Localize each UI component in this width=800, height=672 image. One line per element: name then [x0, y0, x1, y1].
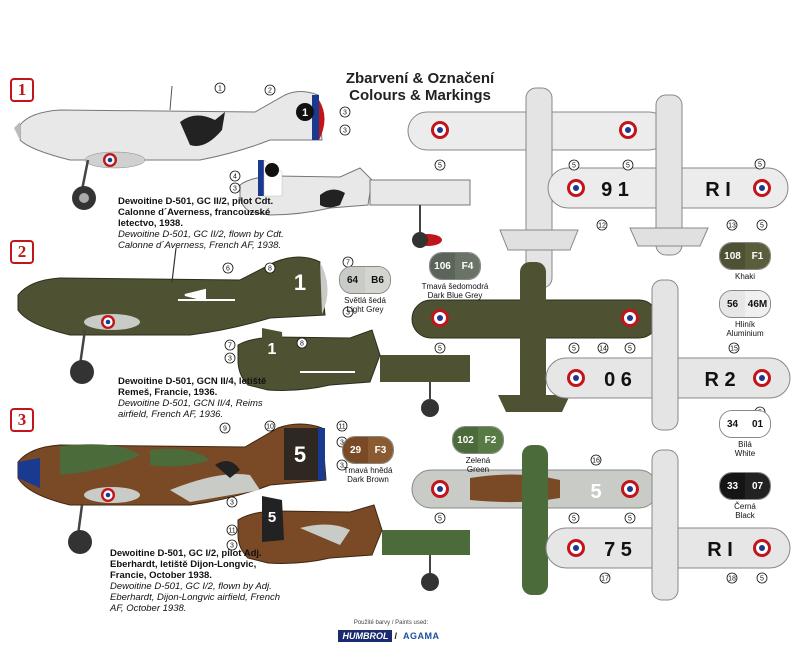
- svg-text:3: 3: [230, 543, 234, 550]
- scheme1-caption-english: Dewoitine D-501, GC II/2, flown by Cdt. …: [118, 229, 284, 251]
- svg-text:11: 11: [228, 528, 235, 535]
- scheme2-plan-views: 0 6 R 2: [411, 262, 791, 431]
- svg-text:7: 7: [346, 260, 350, 267]
- svg-text:5: 5: [758, 162, 762, 169]
- scheme3-wing-code-right: R I: [707, 539, 733, 561]
- svg-text:1: 1: [268, 341, 277, 358]
- svg-text:6: 6: [226, 266, 230, 273]
- scheme2-caption-czech: Dewoitine D-501, GCN II/4, letiště Remeš…: [118, 376, 267, 398]
- svg-text:5: 5: [572, 516, 576, 523]
- scheme2-profile-large: 1: [17, 247, 328, 384]
- scheme2-wing-code-right: R 2: [704, 369, 735, 391]
- svg-text:3: 3: [233, 186, 237, 193]
- scheme2-wing-code-left: 0 6: [604, 369, 632, 391]
- scheme3-caption-czech: Dewoitine D-501, GC I/2, pilot Adj. Eber…: [110, 548, 262, 581]
- scheme2-profile-small: 1: [237, 328, 470, 417]
- scheme-badge-3: 3: [10, 408, 34, 432]
- scheme3-profile-large: 5: [17, 423, 327, 554]
- svg-text:1: 1: [294, 270, 306, 295]
- scheme3-caption-english: Dewoitine D-501, GC I/2, flown by Adj. E…: [110, 581, 281, 614]
- paint-brands: Použité barvy / Paints used: HUMBROL / A…: [296, 620, 486, 644]
- scheme-badge-2: 2: [10, 240, 34, 264]
- svg-text:1: 1: [302, 107, 308, 119]
- svg-text:5: 5: [590, 481, 601, 503]
- svg-text:5: 5: [760, 223, 764, 230]
- scheme2-caption-english: Dewoitine D-501, GCN II/4, Reims airfiel…: [118, 398, 263, 420]
- title-czech: Zbarvení & Označení: [345, 70, 495, 87]
- svg-text:3: 3: [228, 356, 232, 363]
- sheet-title: Zbarvení & Označení Colours & Markings: [300, 70, 540, 104]
- svg-text:8: 8: [268, 266, 272, 273]
- svg-text:3: 3: [343, 110, 347, 117]
- svg-text:5: 5: [760, 576, 764, 583]
- scheme1-plan-views: 9 1 R I: [407, 87, 789, 289]
- scheme1-caption: Dewoitine D-501, GC II/2, pilot Cdt. Cal…: [118, 196, 294, 251]
- scheme1-profile-small: [239, 159, 471, 248]
- scheme3-wing-code-left: 7 5: [604, 539, 632, 561]
- svg-text:3: 3: [343, 128, 347, 135]
- paints-used-label: Použité barvy / Paints used:: [353, 620, 429, 626]
- svg-text:10: 10: [266, 424, 274, 431]
- svg-text:4: 4: [233, 174, 237, 181]
- scheme2-caption: Dewoitine D-501, GCN II/4, letiště Remeš…: [118, 376, 294, 420]
- svg-text:5: 5: [268, 509, 276, 526]
- svg-text:3: 3: [230, 500, 234, 507]
- svg-text:13: 13: [728, 223, 736, 230]
- title-english: Colours & Markings: [349, 87, 491, 104]
- scheme1-wing-code-right: R I: [705, 179, 731, 201]
- svg-text:9: 9: [223, 426, 227, 433]
- svg-text:5: 5: [438, 163, 442, 170]
- svg-text:5: 5: [628, 346, 632, 353]
- svg-text:5: 5: [628, 516, 632, 523]
- svg-text:1: 1: [218, 86, 222, 93]
- scheme3-plan-views: 5 7 5 R I: [411, 445, 791, 601]
- svg-text:17: 17: [601, 576, 609, 583]
- svg-text:18: 18: [728, 576, 736, 583]
- svg-text:8: 8: [300, 341, 304, 348]
- svg-text:2: 2: [268, 88, 272, 95]
- svg-text:5: 5: [438, 516, 442, 523]
- scheme3-profile-small: 5: [237, 496, 470, 591]
- svg-text:3: 3: [346, 310, 350, 317]
- svg-text:11: 11: [338, 424, 345, 431]
- svg-text:5: 5: [294, 442, 306, 467]
- agama-logo: AGAMA: [403, 631, 440, 641]
- svg-text:5: 5: [626, 163, 630, 170]
- svg-text:5: 5: [438, 346, 442, 353]
- svg-text:5: 5: [572, 346, 576, 353]
- svg-text:14: 14: [599, 346, 607, 353]
- scheme1-wing-code-left: 9 1: [601, 179, 629, 201]
- scheme-badge-1: 1: [10, 78, 34, 102]
- svg-text:15: 15: [730, 346, 738, 353]
- svg-text:12: 12: [598, 223, 606, 230]
- scheme1-profile-large: 1: [14, 85, 325, 210]
- svg-text:7: 7: [228, 343, 232, 350]
- scheme3-caption: Dewoitine D-501, GC I/2, pilot Adj. Eber…: [110, 548, 286, 614]
- svg-text:5: 5: [572, 163, 576, 170]
- svg-text:3: 3: [340, 463, 344, 470]
- svg-text:16: 16: [592, 458, 600, 465]
- scheme1-caption-czech: Dewoitine D-501, GC II/2, pilot Cdt. Cal…: [118, 196, 274, 229]
- humbrol-logo: HUMBROL: [338, 630, 393, 642]
- callout-markers: 1 2 3 3 4 3 5 5 5 5 12 13 5 6 8 7 3 3 8 …: [214, 82, 768, 584]
